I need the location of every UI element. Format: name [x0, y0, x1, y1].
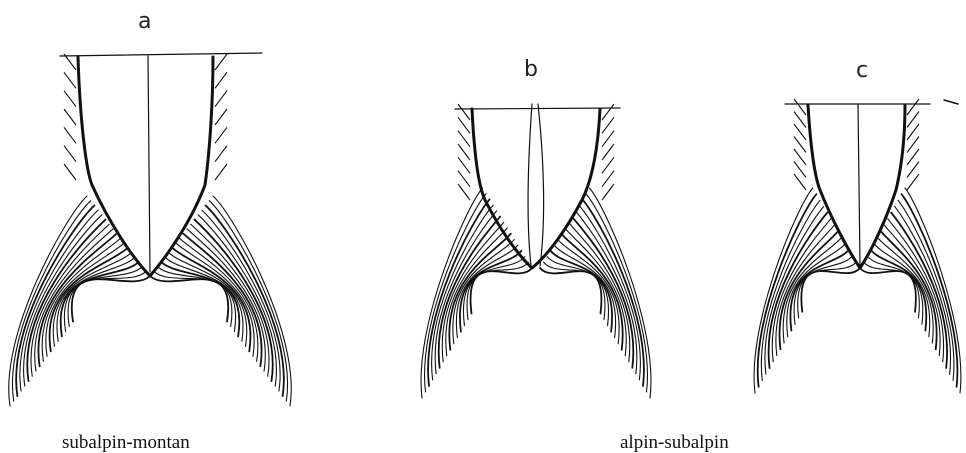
- hair-strand: [463, 257, 524, 326]
- baseline-a: [60, 53, 262, 56]
- side-hair: [794, 149, 806, 165]
- panel-label-a: a: [138, 9, 151, 34]
- side-hairs-right-b: [602, 104, 614, 200]
- side-hair: [907, 162, 919, 178]
- side-hair: [794, 137, 806, 153]
- hair-strand: [863, 262, 919, 318]
- tuft-right-a: [150, 196, 291, 406]
- side-hair: [907, 112, 919, 128]
- side-hair: [458, 171, 470, 187]
- side-hair: [907, 124, 919, 140]
- side-hair: [794, 174, 806, 190]
- side-hair: [602, 144, 614, 160]
- side-hair: [64, 109, 76, 125]
- side-hair: [794, 99, 806, 115]
- side-hair: [458, 131, 470, 147]
- tuft-left-c: [754, 188, 860, 393]
- side-hair: [215, 127, 227, 143]
- side-hair: [215, 54, 227, 70]
- scale-outline-a: [78, 57, 213, 276]
- panel-c: c: [754, 58, 961, 393]
- side-hair: [458, 184, 470, 200]
- scale-outline-c: [808, 105, 905, 268]
- panel-label-c: c: [856, 58, 868, 83]
- hair-strand: [798, 262, 857, 318]
- hair-strand: [867, 256, 923, 325]
- side-hair: [215, 164, 227, 180]
- baseline-tick-c: [944, 100, 958, 104]
- side-hair: [64, 164, 76, 180]
- caption-subalpin-montan: subalpin-montan: [62, 432, 190, 453]
- tuft-left-a: [9, 196, 150, 406]
- side-hair: [215, 109, 227, 125]
- side-hair: [215, 91, 227, 107]
- side-hair: [602, 131, 614, 147]
- side-hair: [458, 117, 470, 133]
- side-hair: [907, 174, 919, 190]
- midrib-c: [858, 104, 860, 265]
- side-hairs-right-a: [215, 54, 227, 180]
- side-hair: [794, 112, 806, 128]
- side-hair: [907, 99, 919, 115]
- tuft-left-b: [421, 188, 532, 398]
- panel-a: a: [9, 9, 291, 406]
- side-hair: [602, 184, 614, 200]
- hair-strand: [157, 267, 235, 332]
- hair-strand: [794, 256, 853, 325]
- side-hairs-left-c: [794, 99, 806, 190]
- panel-b: b: [421, 57, 651, 398]
- side-hair: [907, 149, 919, 165]
- side-hair: [794, 162, 806, 178]
- side-hair: [64, 72, 76, 88]
- side-hair: [602, 104, 614, 120]
- side-hair: [64, 91, 76, 107]
- side-hair: [907, 137, 919, 153]
- panel-label-b: b: [524, 57, 538, 82]
- side-hair: [602, 171, 614, 187]
- side-hair: [458, 144, 470, 160]
- caption-alpin-subalpin: alpin-subalpin: [620, 432, 729, 453]
- midrib-a: [148, 56, 150, 272]
- side-hair: [64, 127, 76, 143]
- side-hair: [458, 104, 470, 120]
- side-hair: [215, 72, 227, 88]
- side-hairs-left-a: [64, 54, 76, 180]
- tuft-right-b: [540, 188, 651, 398]
- side-hair: [215, 146, 227, 162]
- side-hair: [64, 146, 76, 162]
- side-hair: [794, 124, 806, 140]
- side-hair: [602, 157, 614, 173]
- hair-strand: [547, 257, 608, 326]
- baseline-b: [455, 108, 620, 109]
- side-hairs-right-c: [907, 99, 919, 190]
- side-hair: [602, 117, 614, 133]
- side-hair: [458, 157, 470, 173]
- side-hairs-left-b: [458, 104, 470, 200]
- tuft-right-c: [860, 188, 961, 393]
- split-midrib-b: [528, 104, 544, 266]
- hair-strand: [64, 267, 142, 332]
